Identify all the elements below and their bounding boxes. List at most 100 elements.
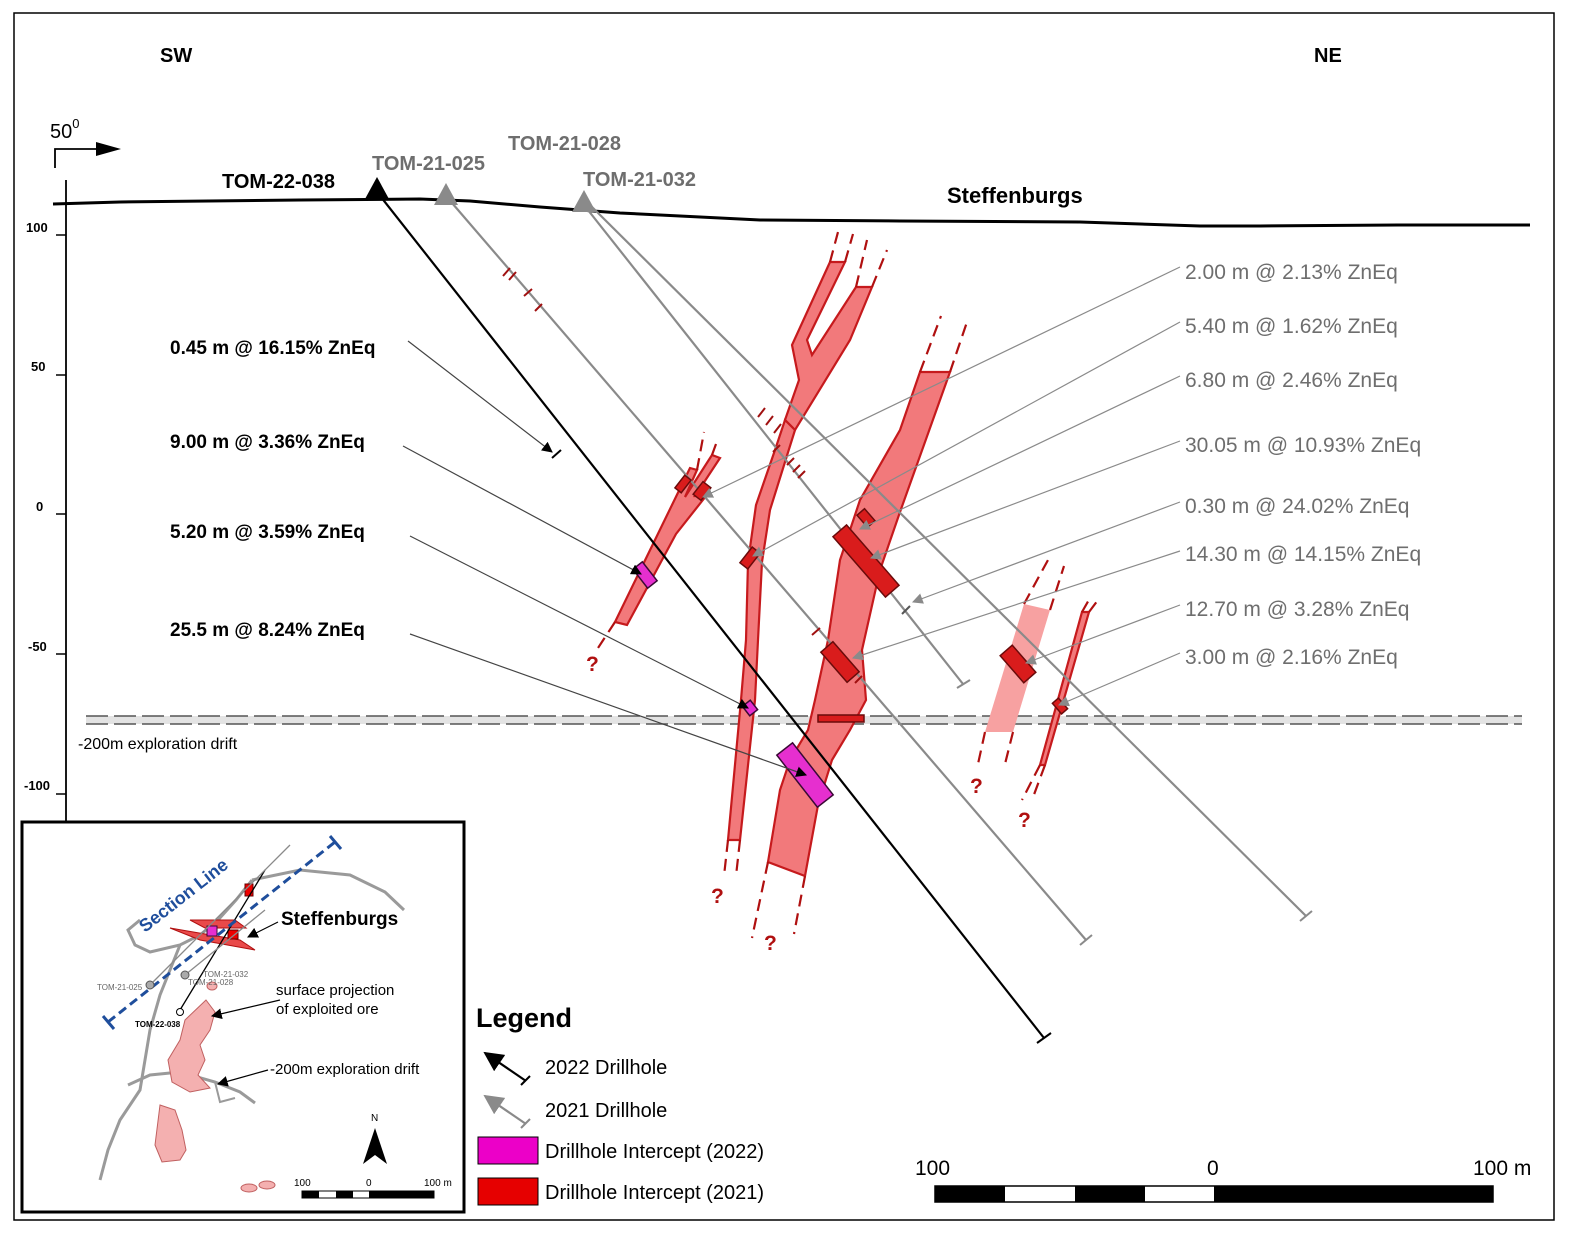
intercept-label-2022: 9.00 m @ 3.36% ZnEq: [170, 432, 365, 453]
intercept-label-2021: 5.40 m @ 1.62% ZnEq: [1185, 315, 1398, 338]
intercept-2021-box: [999, 644, 1037, 684]
leaders-2022: [402, 340, 808, 777]
inset-north-arrow-icon: [363, 1128, 387, 1164]
question-mark-3: ?: [764, 932, 777, 955]
elevation-axis: 100 50 0 -50 -100: [24, 180, 67, 822]
intercept-label-2021: 6.80 m @ 2.46% ZnEq: [1185, 369, 1398, 392]
legend-swatch-intercept-2021: [477, 1177, 539, 1206]
tick-label-100: 100: [26, 220, 48, 235]
inset-label-hole-025: TOM-21-025: [97, 983, 143, 992]
legend-label-intercept-2022: Drillhole Intercept (2022): [545, 1141, 764, 1163]
drillhole-trace-tom-21-032: [589, 204, 1307, 917]
svg-text:500: 500: [50, 116, 79, 143]
question-mark-5: ?: [1018, 809, 1031, 832]
legend-swatch-intercept-2022: [477, 1136, 539, 1165]
label-tom-21-032: TOM-21-032: [583, 169, 696, 191]
tick-label-0: 0: [36, 499, 43, 514]
legend: Legend 2022 Drillhole 2021 Drillhole Dri…: [476, 1003, 764, 1206]
intercept-label-2021: 30.05 m @ 10.93% ZnEq: [1185, 434, 1421, 457]
direction-ne: NE: [1314, 45, 1342, 67]
hole-ticks: [502, 267, 911, 684]
inset-scale-mid: 0: [366, 1178, 372, 1189]
inset-exploited-ore: [167, 999, 216, 1093]
intercept-label-2021: 14.30 m @ 14.15% ZnEq: [1185, 543, 1421, 566]
intercept-label-2021: 3.00 m @ 2.16% ZnEq: [1185, 646, 1398, 669]
ore-body-main: [766, 370, 952, 878]
intercept-label-2022: 0.45 m @ 16.15% ZnEq: [170, 338, 375, 359]
ore-boundary-dashes: [597, 231, 1099, 939]
inset-drift-label: -200m exploration drift: [270, 1061, 420, 1078]
intercept-label-2022: 25.5 m @ 8.24% ZnEq: [170, 620, 365, 641]
azimuth-value: 50: [50, 121, 72, 143]
topographic-surface: [52, 197, 1530, 228]
scale-label-right: 100 m: [1473, 1157, 1531, 1180]
azimuth-indicator: 500: [50, 116, 121, 168]
legend-title: Legend: [476, 1003, 572, 1033]
inset-exploited-ore: [154, 1104, 187, 1163]
collar-tom-21-032-icon: [572, 190, 596, 212]
intercept-2021-box: [673, 474, 693, 494]
label-tom-21-028: TOM-21-028: [508, 133, 621, 155]
inset-label-hole-028: TOM-21-028: [188, 978, 234, 987]
collar-tom-21-025-icon: [434, 183, 458, 205]
tick-label-50: 50: [31, 359, 45, 374]
inset-surface-projection-label-2: of exploited ore: [276, 1001, 379, 1018]
legend-2021-drillhole-icon: [483, 1094, 527, 1125]
intercept-2021-box: [819, 640, 861, 684]
ore-body-central-upper: [783, 260, 874, 432]
azimuth-degree: 0: [72, 116, 79, 131]
inset-area-label: Steffenburgs: [281, 909, 398, 930]
inset-drillhole-2021: [184, 909, 266, 976]
label-tom-22-038: TOM-22-038: [222, 171, 335, 193]
inset-drillhole-2022: [179, 869, 266, 1011]
inset-exploited-ore: [258, 1180, 276, 1190]
question-mark-1: ?: [586, 653, 599, 676]
inset-scale-left: 100: [294, 1178, 311, 1189]
legend-label-intercept-2021: Drillhole Intercept (2021): [545, 1182, 764, 1204]
ore-body-west: [613, 453, 722, 627]
inset-north-label: N: [371, 1113, 378, 1124]
azimuth-arrow-icon: [54, 148, 98, 168]
inset-map: Section Line Steffenburgs TOM-21-025 TOM…: [20, 820, 466, 1214]
inset-exploited-ore: [206, 981, 218, 991]
label-tom-21-025: TOM-21-025: [372, 153, 485, 175]
scale-label-left: 100: [915, 1157, 950, 1180]
tick-label-minus100: -100: [24, 778, 50, 793]
drillhole-traces: [376, 191, 1313, 1044]
question-mark-2: ?: [711, 885, 724, 908]
inset-road: [98, 944, 182, 1181]
drillhole-trace-tom-21-028: [583, 204, 964, 685]
inset-drillhole-2021: [149, 844, 291, 986]
intercept-label-2022: 5.20 m @ 3.59% ZnEq: [170, 522, 365, 543]
legend-2022-drillhole-icon: [483, 1051, 527, 1082]
intercept-2021-drift-box: [817, 714, 865, 723]
intercept-label-2021: 2.00 m @ 2.13% ZnEq: [1185, 261, 1398, 284]
map-frame: [13, 12, 1555, 1221]
intercepts-2021: [673, 474, 1069, 723]
intercept-label-2021: 0.30 m @ 24.02% ZnEq: [1185, 495, 1409, 518]
scale-label-mid: 0: [1207, 1157, 1219, 1180]
drillhole-trace-tom-21-025: [445, 195, 1087, 941]
inset-label-hole-032: TOM-21-032: [203, 970, 249, 979]
tick-label-minus50: -50: [28, 639, 47, 654]
ore-body-east-thin: [1038, 610, 1091, 767]
scale-bar: 100 0 100 m: [915, 1157, 1531, 1203]
inset-label-hole-038: TOM-22-038: [135, 1020, 181, 1029]
inset-section-line: [107, 840, 336, 1024]
intercepts-2022: [631, 560, 835, 809]
leaders-2021: [702, 266, 1181, 707]
inset-exploited-ore: [240, 1183, 258, 1193]
question-mark-4: ?: [970, 775, 983, 798]
legend-label-2021-drillhole: 2021 Drillhole: [545, 1100, 667, 1122]
collar-tom-22-038-icon: [365, 177, 389, 199]
inset-surface-projection-label-1: surface projection: [276, 982, 394, 999]
direction-sw: SW: [160, 45, 192, 67]
intercept-label-2021: 12.70 m @ 3.28% ZnEq: [1185, 598, 1409, 621]
legend-label-2022-drillhole: 2022 Drillhole: [545, 1057, 667, 1079]
inset-scale-right: 100 m: [424, 1178, 452, 1189]
inset-road: [251, 868, 406, 912]
ore-body-central-thin: [726, 417, 797, 842]
drillhole-trace-tom-22-038: [376, 191, 1045, 1039]
ore-bodies: [613, 260, 1091, 878]
